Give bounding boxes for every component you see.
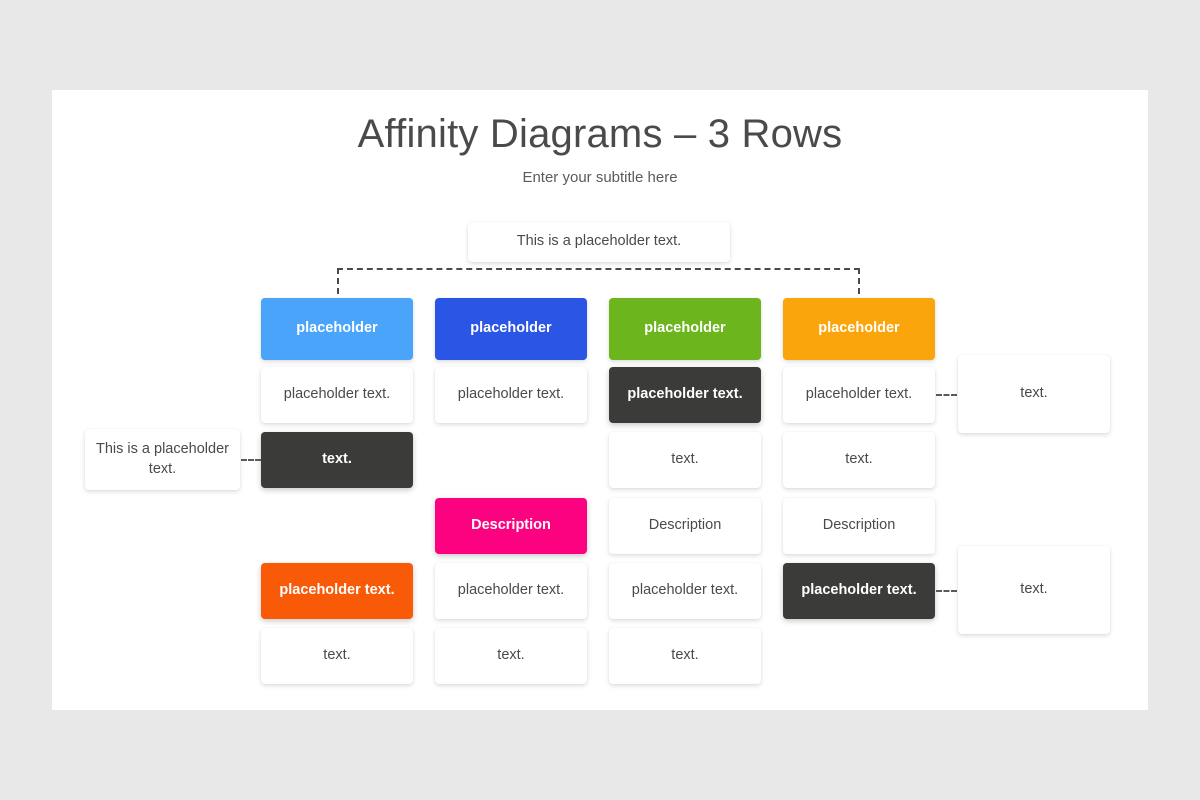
cell-c2-r3[interactable]: Description xyxy=(435,498,587,554)
connector-vertical-left xyxy=(337,268,339,294)
cell-c1-r5[interactable]: text. xyxy=(261,628,413,684)
page-title: Affinity Diagrams – 3 Rows xyxy=(357,112,843,156)
cell-c1-r4-label: placeholder text. xyxy=(279,582,395,599)
cell-c4-r3-label: Description xyxy=(822,517,896,534)
cell-c4-r3[interactable]: Description xyxy=(783,498,935,554)
page-subtitle: Enter your subtitle here xyxy=(522,169,678,186)
cell-c2-r3-label: Description xyxy=(471,517,551,534)
top-note-card[interactable]: This is a placeholder text. xyxy=(468,222,730,262)
column-header-4-label: placeholder xyxy=(818,320,900,337)
cell-c1-r2-label: text. xyxy=(322,451,352,468)
cell-c3-r1-label: placeholder text. xyxy=(627,386,743,403)
cell-c2-r5[interactable]: text. xyxy=(435,628,587,684)
connector-horizontal-top xyxy=(337,268,860,270)
callout-right-top[interactable]: text. xyxy=(958,355,1110,433)
column-header-1[interactable]: placeholder xyxy=(261,298,413,360)
cell-c4-r1[interactable]: placeholder text. xyxy=(783,367,935,423)
callout-left-label: This is a placeholder text. xyxy=(96,440,229,477)
cell-c3-r2-label: text. xyxy=(671,451,699,468)
cell-c2-r1[interactable]: placeholder text. xyxy=(435,367,587,423)
column-header-1-label: placeholder xyxy=(296,320,378,337)
connector-callout-left xyxy=(241,459,261,461)
cell-c3-r1[interactable]: placeholder text. xyxy=(609,367,761,423)
cell-c4-r2[interactable]: text. xyxy=(783,432,935,488)
column-header-2-label: placeholder xyxy=(470,320,552,337)
cell-c4-r2-label: text. xyxy=(845,451,873,468)
cell-c2-r4-label: placeholder text. xyxy=(457,582,565,599)
callout-right-bottom[interactable]: text. xyxy=(958,546,1110,634)
cell-c4-r4-label: placeholder text. xyxy=(801,582,917,599)
cell-c2-r1-label: placeholder text. xyxy=(457,386,565,403)
cell-c3-r2[interactable]: text. xyxy=(609,432,761,488)
callout-left[interactable]: This is a placeholder text. xyxy=(85,429,240,490)
callout-right-bottom-label: text. xyxy=(1020,581,1048,598)
column-header-2[interactable]: placeholder xyxy=(435,298,587,360)
cell-c4-r1-label: placeholder text. xyxy=(805,386,913,403)
cell-c1-r1[interactable]: placeholder text. xyxy=(261,367,413,423)
cell-c2-r5-label: text. xyxy=(497,647,525,664)
cell-c4-r4[interactable]: placeholder text. xyxy=(783,563,935,619)
cell-c1-r4[interactable]: placeholder text. xyxy=(261,563,413,619)
cell-c1-r5-label: text. xyxy=(323,647,351,664)
cell-c3-r5[interactable]: text. xyxy=(609,628,761,684)
cell-c3-r4-label: placeholder text. xyxy=(631,582,739,599)
cell-c3-r3[interactable]: Description xyxy=(609,498,761,554)
connector-callout-right-top xyxy=(936,394,957,396)
cell-c3-r5-label: text. xyxy=(671,647,699,664)
column-header-4[interactable]: placeholder xyxy=(783,298,935,360)
column-header-3-label: placeholder xyxy=(644,320,726,337)
top-note-label: This is a placeholder text. xyxy=(516,233,682,250)
column-header-3[interactable]: placeholder xyxy=(609,298,761,360)
cell-c2-r4[interactable]: placeholder text. xyxy=(435,563,587,619)
cell-c3-r4[interactable]: placeholder text. xyxy=(609,563,761,619)
cell-c1-r1-label: placeholder text. xyxy=(283,386,391,403)
slide-canvas: Affinity Diagrams – 3 Rows Enter your su… xyxy=(52,90,1148,710)
cell-c3-r3-label: Description xyxy=(648,517,722,534)
cell-c1-r2[interactable]: text. xyxy=(261,432,413,488)
callout-right-top-label: text. xyxy=(1020,385,1048,402)
connector-vertical-right xyxy=(858,268,860,294)
connector-callout-right-bottom xyxy=(936,590,957,592)
